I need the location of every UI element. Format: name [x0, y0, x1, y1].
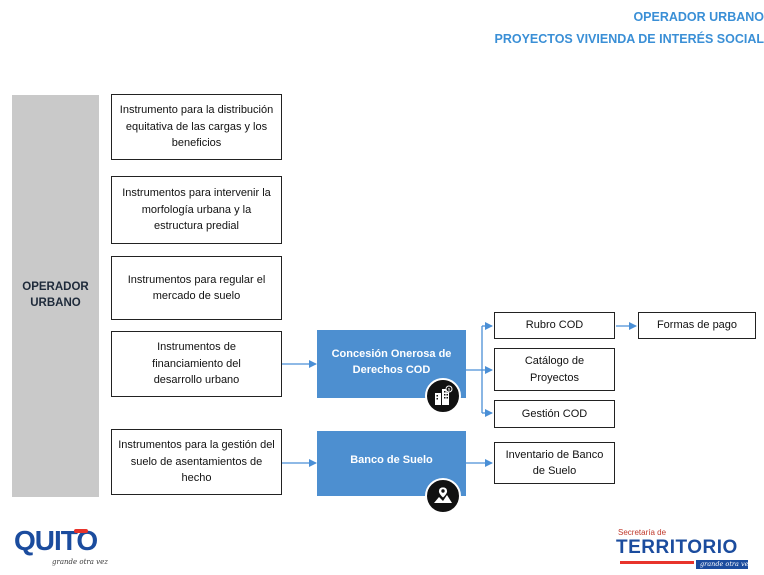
rubro-cod-label: Rubro COD	[525, 319, 584, 332]
formas-pago-box: Formas de pago	[638, 312, 756, 339]
cod-label: Concesión Onerosa de Derechos COD	[331, 347, 452, 377]
formas-pago-label: Formas de pago	[656, 319, 738, 332]
quito-logo: QUITO grande otra vez	[14, 525, 114, 575]
gestion-cod-label: Gestión COD	[521, 407, 588, 420]
quito-tagline: grande otra vez	[52, 558, 108, 566]
header-subtitle: PROYECTOS VIVIENDA DE INTERÉS SOCIAL	[494, 32, 764, 46]
catalogo-proyectos-box: Catálogo de Proyectos	[494, 348, 615, 391]
instrument-box-financiamiento: Instrumentos de financiamiento del desar…	[111, 331, 282, 397]
instrument-label: Instrumentos para la gestión del suelo d…	[118, 439, 275, 485]
instrument-box-mercado: Instrumentos para regular el mercado de …	[111, 256, 282, 320]
gestion-cod-box: Gestión COD	[494, 400, 615, 428]
secretaria-label: Secretaría de	[618, 528, 667, 537]
map-pin-icon	[425, 478, 461, 514]
instrument-label: Instrumentos de financiamiento del desar…	[152, 341, 241, 387]
svg-text:$: $	[448, 387, 451, 392]
inventario-banco-box: Inventario de Banco de Suelo	[494, 442, 615, 484]
cod-box: Concesión Onerosa de Derechos COD	[317, 330, 466, 398]
instrument-box-asentamientos: Instrumentos para la gestión del suelo d…	[111, 429, 282, 495]
rubro-cod-box: Rubro COD	[494, 312, 615, 339]
inventario-banco-label: Inventario de Banco de Suelo	[505, 448, 604, 478]
territorio-red-stripe	[620, 561, 694, 564]
catalogo-proyectos-label: Catálogo de Proyectos	[524, 355, 585, 384]
buildings-icon: $	[425, 378, 461, 414]
territorio-logo: Secretaría de TERRITORIO grande otra vez	[616, 528, 752, 572]
banco-suelo-label: Banco de Suelo	[350, 454, 433, 467]
territorio-tagline: grande otra vez	[700, 560, 752, 568]
instrument-label: Instrumento para la distribución equitat…	[119, 104, 274, 150]
operador-urbano-label: OPERADOR URBANO	[22, 281, 89, 309]
header-title: OPERADOR URBANO	[633, 10, 764, 24]
instrument-box-distribucion: Instrumento para la distribución equitat…	[111, 94, 282, 160]
territorio-tagline-bar	[696, 560, 748, 569]
instrument-label: Instrumentos para regular el mercado de …	[127, 273, 266, 303]
quito-accent	[74, 529, 88, 533]
operador-urbano-bar: OPERADOR URBANO	[12, 95, 99, 497]
instrument-label: Instrumentos para intervenir la morfolog…	[122, 187, 271, 233]
instrument-box-morfologia: Instrumentos para intervenir la morfolog…	[111, 176, 282, 244]
territorio-wordmark: TERRITORIO	[616, 537, 738, 558]
